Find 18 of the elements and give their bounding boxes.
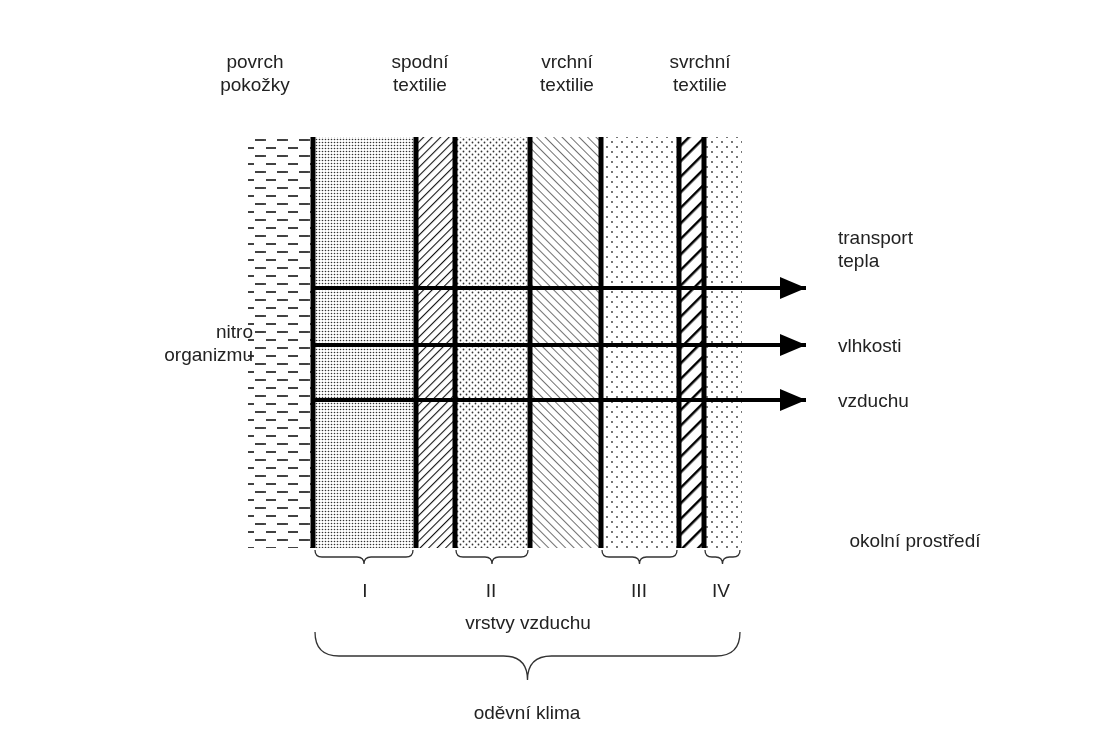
layer-label: svrchní textilie (668, 50, 732, 96)
layer-label: povrch pokožky (219, 50, 291, 96)
arrow (313, 277, 806, 299)
roman-numeral: II (484, 579, 498, 602)
side-label: nitro organizmu (163, 320, 253, 366)
roman-numeral: I (361, 579, 369, 602)
flow-label: transport tepla (838, 226, 948, 272)
brace-label: vrstvy vzduchu (464, 611, 592, 634)
side-label: okolní prostředí (848, 529, 982, 552)
roman-numeral: IV (711, 579, 731, 602)
layer-label: vrchní textilie (539, 50, 595, 96)
layer-label: spodní textilie (390, 50, 450, 96)
flow-label: vzduchu (838, 389, 948, 412)
roman-numeral: III (630, 579, 648, 602)
flow-label: vlhkosti (838, 334, 948, 357)
arrow (313, 334, 806, 356)
brace-label: oděvní klima (472, 701, 582, 724)
arrow (313, 389, 806, 411)
